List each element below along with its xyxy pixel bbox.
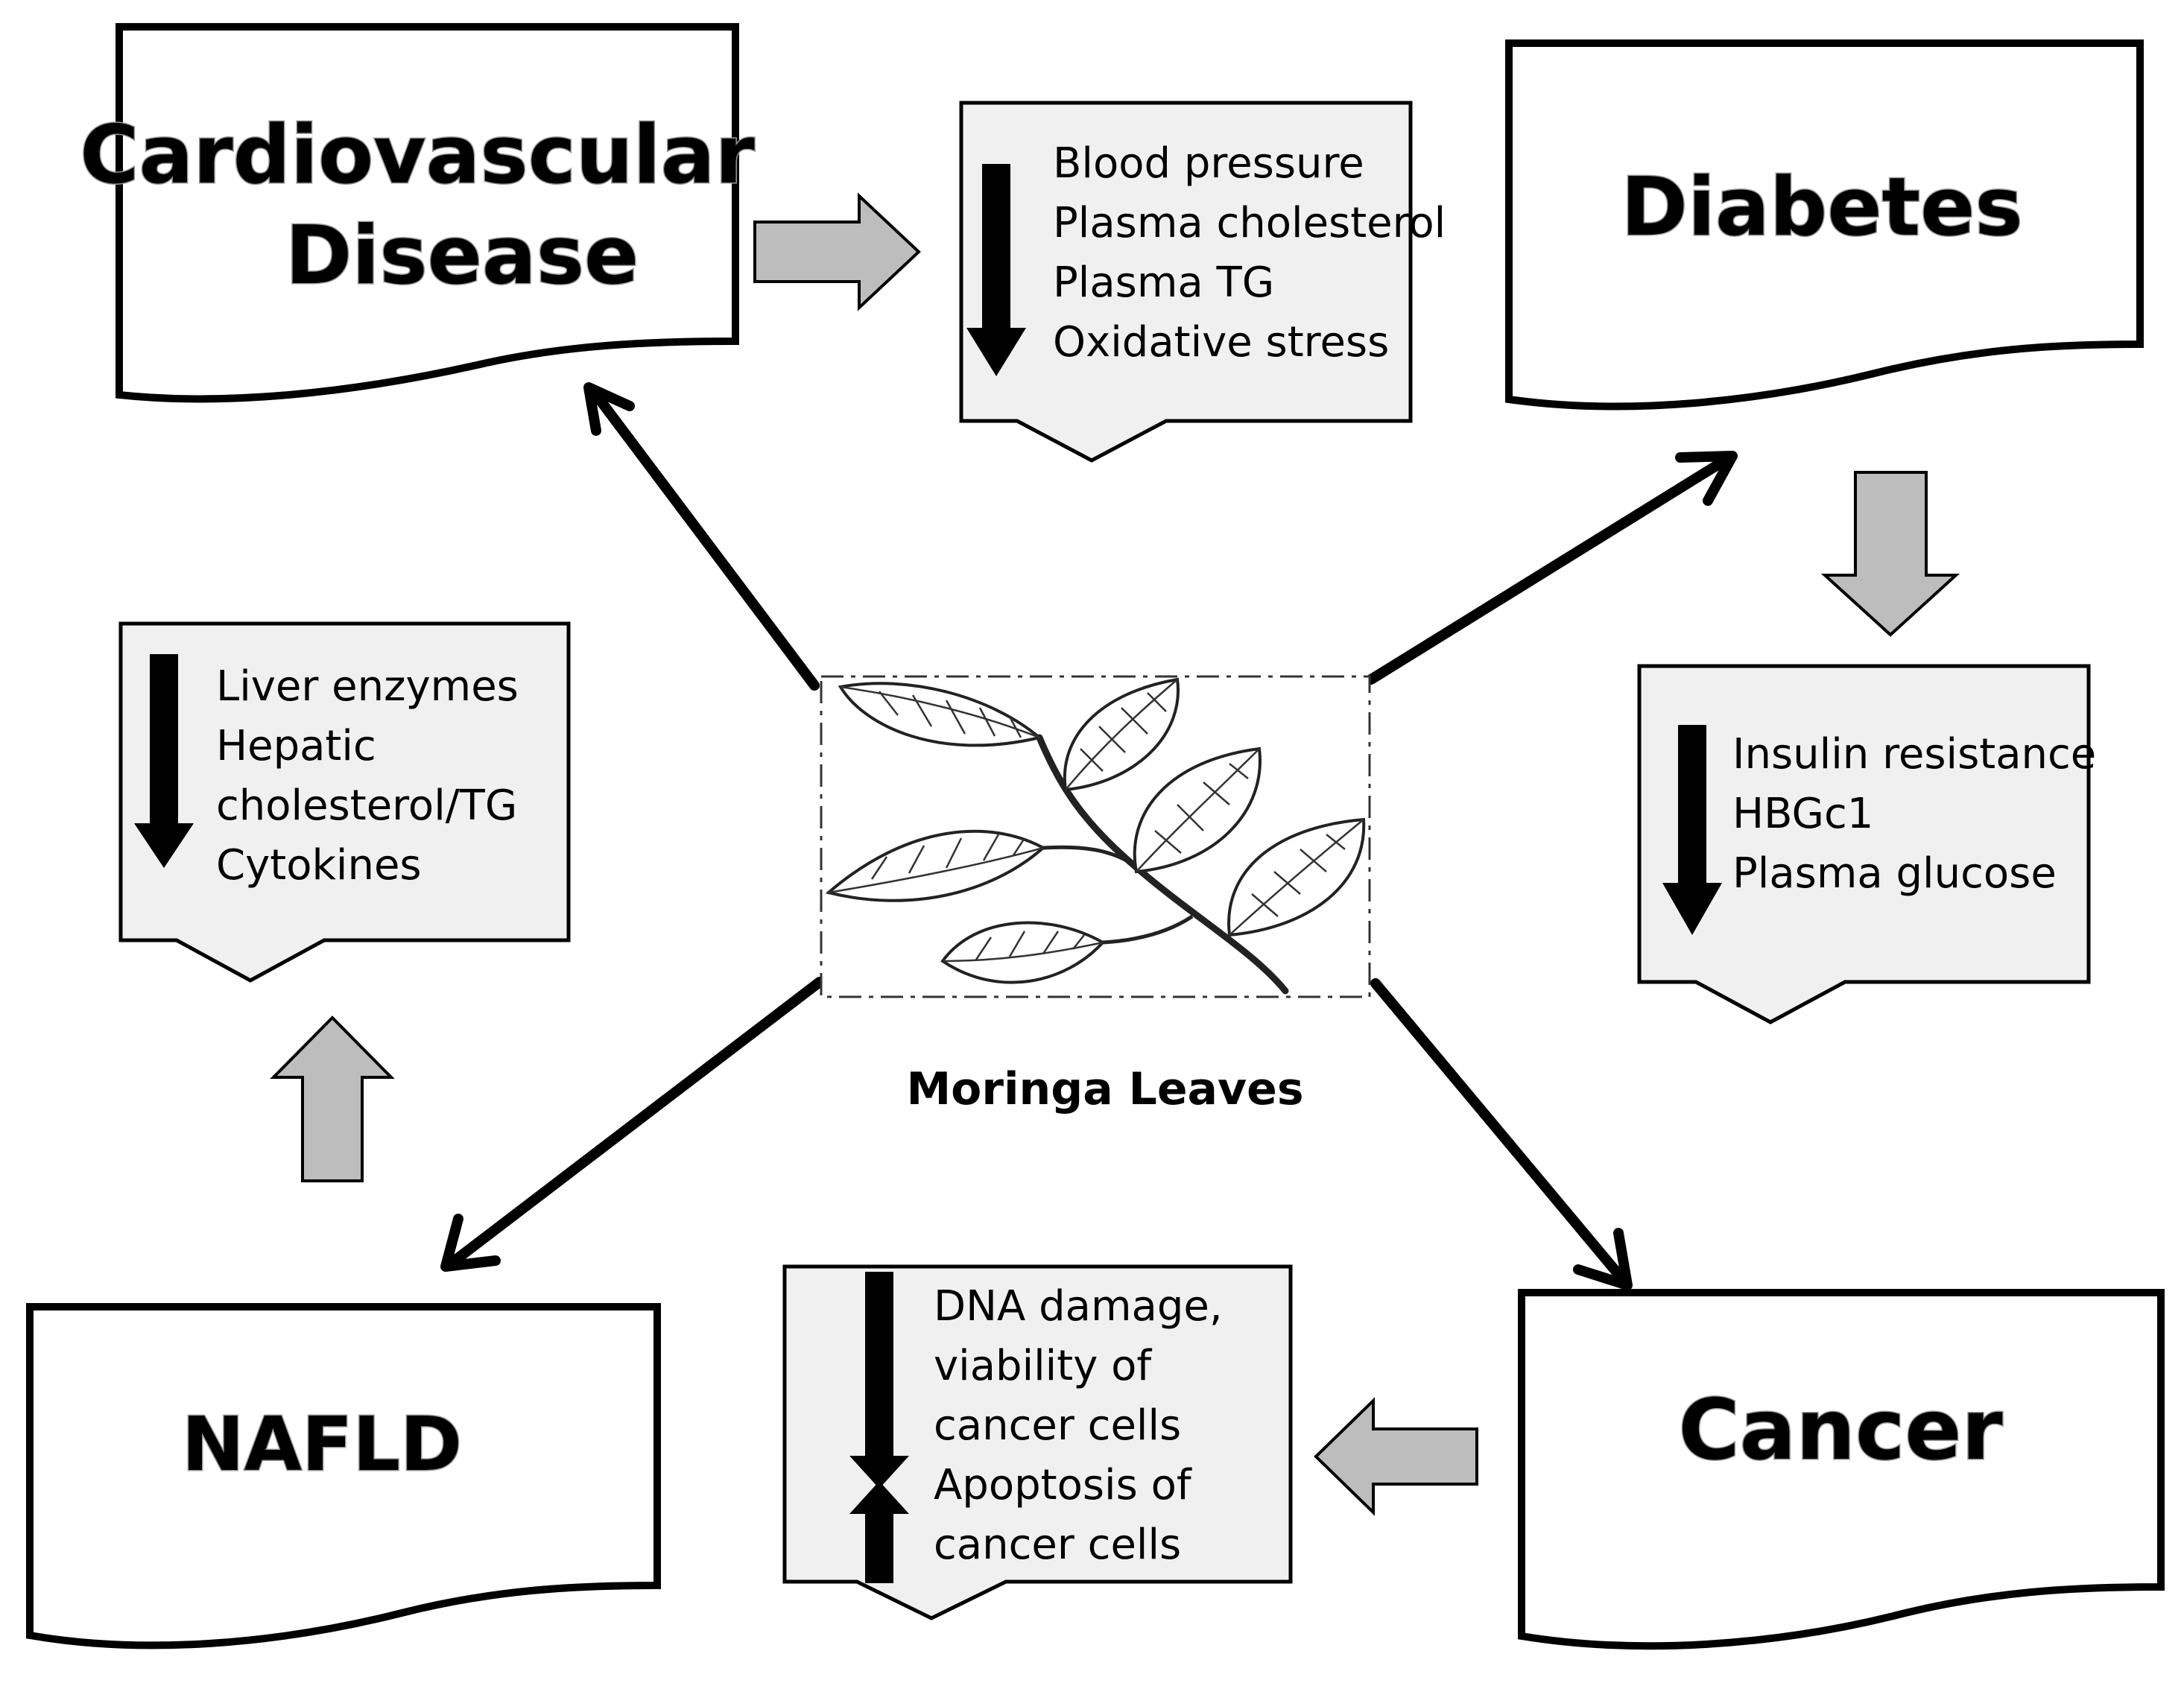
gray-arrow-down-icon [1820, 471, 1960, 637]
effect-item: DNA damage, [934, 1282, 1223, 1331]
effect-item: Plasma cholesterol [1053, 199, 1446, 247]
diabetes-title: Diabetes [1621, 161, 2022, 254]
arrow-to-cancer [1370, 978, 1633, 1290]
arrow-to-nafld [440, 977, 825, 1272]
cardiovascular-title-line2: Disease [285, 209, 639, 302]
effect-item: cancer cells [934, 1401, 1181, 1450]
effect-item: Insulin resistance [1732, 730, 2096, 779]
arrow-to-diabetes [1366, 451, 1738, 685]
effect-item: HBGc1 [1732, 790, 1873, 838]
cancer-effects-callout: DNA damage, viability of cancer cells Ap… [782, 1264, 1293, 1620]
effect-item: Plasma TG [1053, 259, 1274, 307]
effect-item: Apoptosis of [934, 1461, 1192, 1509]
cancer-title: Cancer [1678, 1382, 2002, 1479]
effect-item: Oxidative stress [1053, 318, 1389, 367]
cardiovascular-title-line1: Cardiovascular [80, 109, 755, 202]
effect-item: Cytokines [216, 841, 422, 890]
nafld-title: NAFLD [182, 1401, 462, 1488]
moringa-leaves-illustration [820, 675, 1371, 998]
decrease-arrow-icon [849, 1272, 909, 1489]
nafld-node: NAFLD [26, 1303, 661, 1649]
diabetes-effects-callout: Insulin resistance HBGc1 Plasma glucose [1637, 664, 2096, 1024]
nafld-effects-callout: Liver enzymes Hepatic cholesterol/TG Cyt… [118, 621, 571, 983]
arrow-to-cardiovascular [583, 382, 820, 691]
effect-item: cholesterol/TG [216, 782, 517, 830]
effect-item: Blood pressure [1053, 139, 1364, 188]
increase-arrow-icon [849, 1481, 909, 1583]
diabetes-node: Diabetes [1505, 39, 2144, 411]
decrease-arrow-icon [134, 654, 194, 868]
decrease-arrow-icon [966, 164, 1026, 376]
gray-arrow-right-icon [753, 192, 921, 311]
effect-item: cancer cells [934, 1521, 1181, 1569]
effect-item: Plasma glucose [1732, 849, 2057, 898]
gray-arrow-up-icon [270, 1015, 395, 1182]
effect-item: viability of [934, 1342, 1152, 1390]
center-label: Moringa Leaves [906, 1063, 1303, 1115]
effect-item: Hepatic [216, 722, 376, 770]
cardiovascular-effects-callout: Blood pressure Plasma cholesterol Plasma… [959, 101, 1446, 463]
decrease-arrow-icon [1662, 725, 1722, 935]
cardiovascular-node: Cardiovascular Disease [79, 23, 756, 403]
effect-item: Liver enzymes [216, 662, 519, 711]
gray-arrow-left-icon [1314, 1397, 1478, 1516]
cancer-node: Cancer [1518, 1289, 2165, 1650]
